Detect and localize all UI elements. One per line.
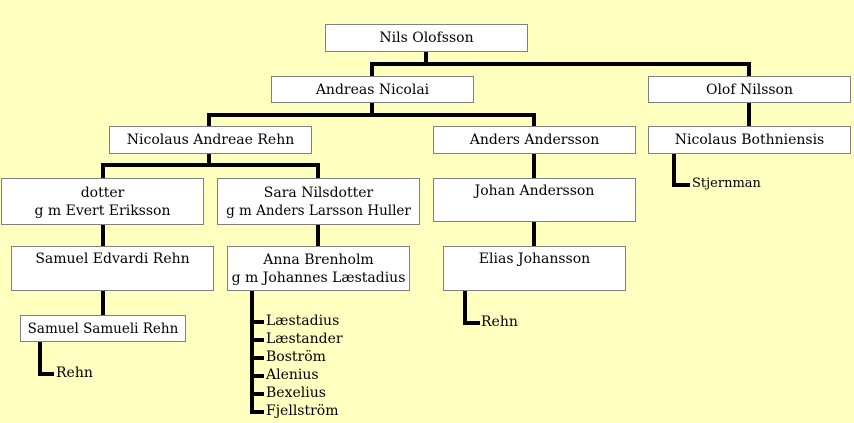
spouse-name: g m Evert Eriksson [34, 202, 171, 219]
person-name: Nicolaus Bothniensis [674, 132, 825, 148]
family-name-stjernman: Stjernman [692, 176, 761, 191]
family-name-bostrom: Boström [266, 349, 326, 365]
person-box-dotter: dotter g m Evert Eriksson [1, 178, 204, 225]
person-name: dotter [80, 184, 125, 201]
person-name: Samuel Samueli Rehn [27, 320, 179, 337]
person-box-nils-olofsson: Nils Olofsson [325, 24, 528, 52]
family-name-laestadius: Læstadius [266, 313, 340, 329]
family-name-alenius: Alenius [266, 367, 319, 383]
family-name-laestander: Læstander [266, 331, 343, 347]
person-box-andreas-nicolai: Andreas Nicolai [271, 76, 474, 103]
person-box-sara-nilsdotter: Sara Nilsdotter g m Anders Larsson Hulle… [217, 178, 420, 225]
spouse-name: g m Johannes Læstadius [231, 269, 406, 286]
spouse-name: g m Anders Larsson Huller [226, 202, 411, 219]
person-name: Andreas Nicolai [315, 81, 430, 98]
person-box-samuel-edvardi-rehn: Samuel Edvardi Rehn [11, 246, 214, 291]
person-name: Johan Andersson [474, 183, 595, 199]
person-box-anders-andersson: Anders Andersson [433, 126, 636, 154]
person-name: Samuel Edvardi Rehn [35, 251, 190, 267]
person-box-samuel-samueli-rehn: Samuel Samueli Rehn [20, 315, 186, 342]
person-box-elias-johansson: Elias Johansson [443, 246, 626, 291]
family-name-bexelius: Bexelius [266, 385, 326, 401]
person-name: Sara Nilsdotter [263, 184, 374, 201]
person-name: Olof Nilsson [705, 81, 794, 98]
person-name: Nils Olofsson [379, 30, 474, 46]
family-name-fjellstrom: Fjellström [266, 403, 339, 419]
person-name: Anna Brenholm [263, 251, 374, 268]
person-name: Anders Andersson [469, 132, 600, 148]
person-box-nicolaus-andreae-rehn: Nicolaus Andreae Rehn [109, 126, 312, 154]
person-box-anna-brenholm: Anna Brenholm g m Johannes Læstadius [227, 246, 410, 291]
family-name-rehn-elias: Rehn [481, 314, 518, 330]
person-name: Elias Johansson [478, 251, 591, 267]
person-box-johan-andersson: Johan Andersson [433, 178, 636, 222]
person-box-olof-nilsson: Olof Nilsson [648, 76, 851, 103]
person-box-nicolaus-bothniensis: Nicolaus Bothniensis [648, 126, 851, 154]
person-name: Nicolaus Andreae Rehn [126, 132, 295, 148]
family-name-rehn-samuel: Rehn [56, 365, 93, 381]
